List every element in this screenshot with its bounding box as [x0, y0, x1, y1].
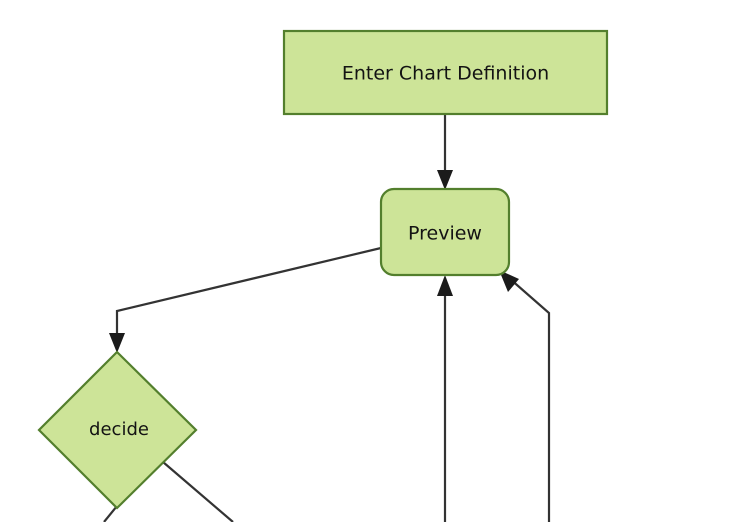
node-preview-label: Preview — [408, 223, 482, 245]
edge-enter-to-preview — [437, 114, 453, 190]
edge-preview-to-decide-arrowhead — [109, 333, 125, 353]
edge-decide-out-right — [162, 461, 234, 522]
edge-preview-to-decide-line — [115, 246, 382, 341]
node-enter-chart-definition[interactable]: Enter Chart Definition — [282, 29, 609, 116]
node-preview-shape[interactable] — [379, 187, 511, 277]
edge-return-center-to-preview-arrowhead — [437, 275, 453, 296]
edge-return-right-to-preview — [499, 270, 551, 522]
edge-decide-out-right-line — [162, 461, 234, 522]
node-decide[interactable]: decide — [37, 350, 198, 510]
node-preview[interactable]: Preview — [379, 187, 511, 277]
edge-enter-to-preview-arrowhead — [437, 170, 453, 190]
edge-preview-to-decide — [109, 246, 382, 353]
node-enter-chart-definition-label: Enter Chart Definition — [342, 63, 549, 85]
edge-decide-out-left — [103, 505, 118, 522]
edge-return-right-to-preview-arrowhead — [499, 270, 519, 292]
node-decide-label: decide — [89, 419, 149, 440]
node-decide-shape[interactable] — [37, 350, 198, 510]
edge-return-center-to-preview — [437, 275, 453, 522]
edge-decide-out-left-line — [103, 505, 118, 522]
node-enter-chart-definition-shape[interactable] — [282, 29, 609, 116]
edge-return-right-to-preview-line — [508, 277, 551, 522]
